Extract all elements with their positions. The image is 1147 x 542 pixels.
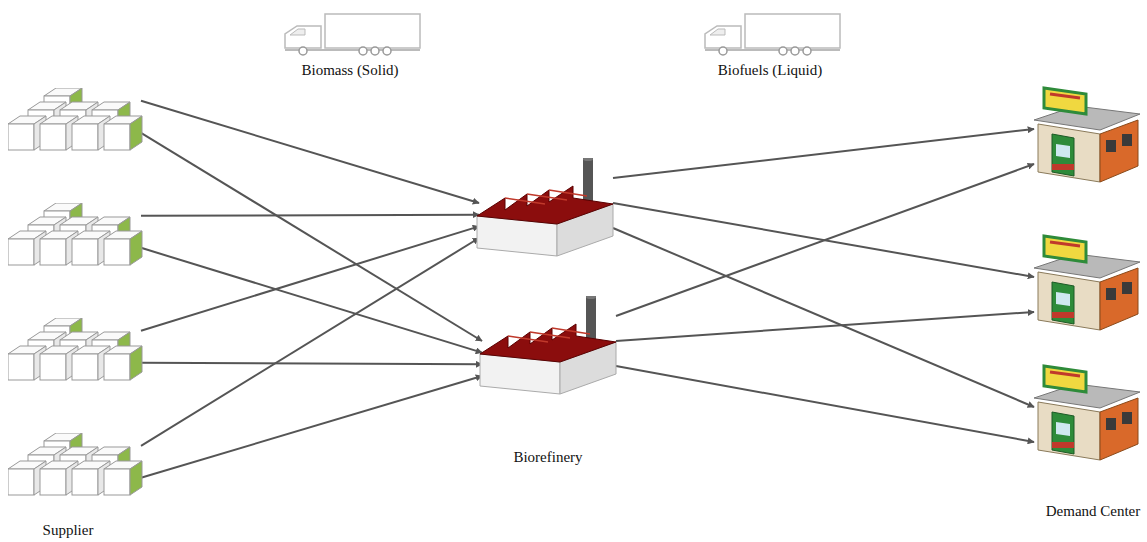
flow-arrow [616,164,1034,316]
biorefinery-icon-graphic [475,158,615,258]
demand-center-icon [1030,84,1142,184]
transport-label: Biofuels (Liquid) [718,62,823,79]
demand-center-icon-graphic [1030,362,1142,462]
biorefinery-icon-graphic [478,296,618,396]
supplier-icon [8,203,143,267]
flow-arrow [141,101,479,203]
node-label: Demand Center [1043,502,1143,520]
flow-arrow [613,228,1034,407]
flow-arrow [141,248,482,353]
node-label: Biorefinery [478,448,618,466]
flow-arrow [141,133,482,341]
truck-icon [705,14,840,55]
demand-center-icon: Demand Center [1030,362,1142,462]
node-label: Supplier [8,521,128,539]
supplier-icon: Supplier [8,433,143,497]
transport-label: Biomass (Solid) [301,62,398,79]
flow-arrow [141,363,482,365]
truck-icon [285,14,420,55]
flow-arrow [616,312,1034,341]
flow-arrow [141,238,479,446]
supplier-icon-graphic [8,203,143,267]
supplier-icon-graphic [8,88,143,152]
supplier-icon-graphic [8,318,143,382]
flow-arrow [141,376,482,478]
flow-arrow [141,215,479,216]
supplier-icon [8,88,143,152]
flow-arrow [613,129,1034,178]
flow-arrow [616,366,1034,442]
biorefinery-icon: Biorefinery [478,296,618,396]
supplier-icon-graphic [8,433,143,497]
demand-center-icon-graphic [1030,84,1142,184]
demand-center-icon-graphic [1030,232,1142,332]
flow-arrow [141,226,479,330]
supplier-icon [8,318,143,382]
demand-center-icon [1030,232,1142,332]
biorefinery-icon [475,158,615,258]
